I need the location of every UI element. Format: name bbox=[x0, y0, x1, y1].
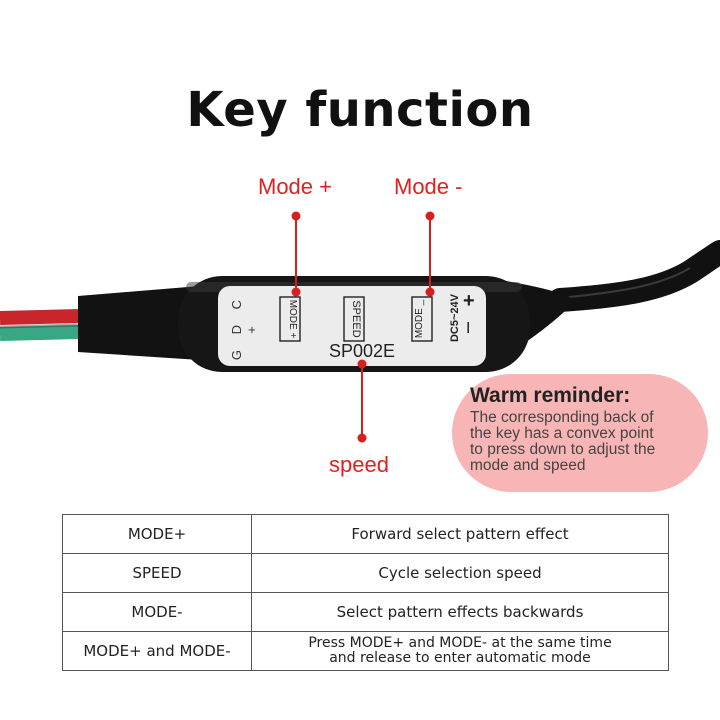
model-label: SP002E bbox=[328, 341, 396, 361]
function-line: Press MODE+ and MODE- at the same time bbox=[308, 635, 612, 651]
key-cell: SPEED bbox=[62, 553, 252, 593]
speed-key-label: SPEED bbox=[350, 300, 362, 338]
mode-minus-key-box bbox=[411, 296, 433, 342]
key-cell: MODE+ and MODE- bbox=[62, 631, 252, 671]
key-cell: MODE- bbox=[62, 592, 252, 632]
key-cell: MODE+ bbox=[62, 514, 252, 554]
function-cell: Select pattern effects backwards bbox=[251, 592, 669, 632]
reminder-line: to press down to adjust the bbox=[470, 441, 656, 458]
left-sleeve bbox=[78, 286, 200, 360]
right-cable bbox=[548, 240, 720, 312]
function-cell: Press MODE+ and MODE- at the same time a… bbox=[251, 631, 669, 671]
left-wires bbox=[0, 309, 81, 341]
key-function-table: MODE+ Forward select pattern effect SPEE… bbox=[62, 514, 669, 671]
function-cell: Forward select pattern effect bbox=[251, 514, 669, 554]
reminder-line: The corresponding back of bbox=[470, 409, 654, 426]
function-line: and release to enter automatic mode bbox=[329, 650, 591, 666]
table-row: SPEED Cycle selection speed bbox=[62, 553, 669, 593]
voltage-label: DC5~24V bbox=[449, 294, 461, 343]
mode-minus-key-label: MODE _ bbox=[414, 299, 425, 339]
label-plate bbox=[218, 286, 486, 366]
mode-plus-callout: Mode + bbox=[258, 174, 332, 199]
table-row: MODE+ Forward select pattern effect bbox=[62, 514, 669, 554]
function-cell: Cycle selection speed bbox=[251, 553, 669, 593]
page-title: Key function bbox=[186, 82, 534, 138]
reminder-line: the key has a convex point bbox=[470, 425, 654, 442]
plus-sign: + bbox=[463, 290, 475, 312]
mode-minus-callout: Mode - bbox=[394, 174, 463, 199]
table-row: MODE- Select pattern effects backwards bbox=[62, 592, 669, 632]
reminder-title: Warm reminder: bbox=[470, 384, 631, 407]
speed-key-box bbox=[343, 296, 365, 342]
mode-plus-key-box bbox=[279, 296, 301, 342]
reminder-text: The corresponding back of the key has a … bbox=[470, 410, 700, 474]
speed-callout: speed bbox=[329, 452, 389, 477]
minus-sign: I bbox=[466, 320, 471, 337]
reminder-line: mode and speed bbox=[470, 457, 586, 474]
warm-reminder: Warm reminder: The corresponding back of… bbox=[452, 374, 708, 492]
mode-plus-key-label: MODE + bbox=[287, 299, 298, 339]
pin-labels: G D C + bbox=[229, 293, 259, 361]
table-row: MODE+ and MODE- Press MODE+ and MODE- at… bbox=[62, 631, 669, 671]
